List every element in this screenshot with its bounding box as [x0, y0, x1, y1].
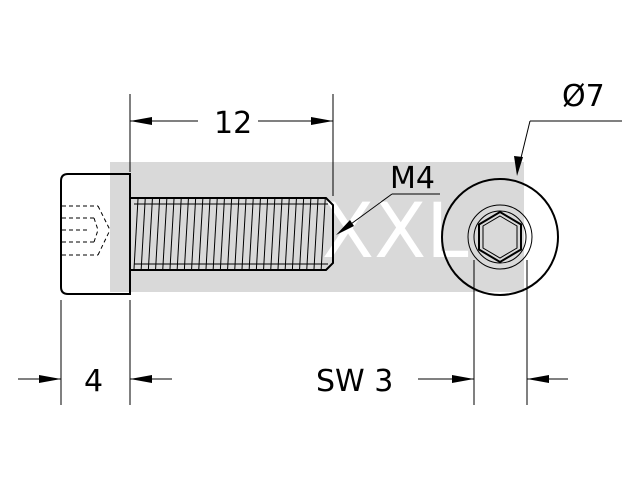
thread-crest-line: [198, 198, 204, 270]
screw-side-view: [60, 173, 334, 295]
hex-socket: [478, 210, 522, 264]
thread-crest-line: [263, 198, 269, 270]
head-height-label: 4: [84, 364, 103, 399]
head-height-dimension: 4: [18, 300, 172, 405]
thread-crest-line: [320, 198, 326, 270]
thread-crest-line: [176, 198, 182, 270]
thread-crest-line: [169, 198, 175, 270]
thread-crest-line: [155, 198, 161, 270]
head-outer-circle: [441, 178, 559, 296]
length-dimension: 12: [129, 94, 334, 196]
thread-crest-line: [219, 198, 225, 270]
thread-crest-line: [241, 198, 247, 270]
diameter-label: Ø7: [562, 79, 605, 114]
thread-crest-line: [234, 198, 240, 270]
thread-crest-line: [255, 198, 261, 270]
thread-crest-line: [306, 198, 312, 270]
thread-crest-line: [205, 198, 211, 270]
thread-crest-line: [277, 198, 283, 270]
diameter-callout: Ø7: [514, 79, 622, 176]
head-inner-circle: [467, 204, 533, 270]
thread-crest-line: [191, 198, 197, 270]
thread-size-label: M4: [390, 161, 435, 196]
thread-crest-line: [140, 198, 146, 270]
thread-crest-line: [133, 198, 139, 270]
screw-shank-outline: [130, 197, 334, 271]
thread-crest-line: [291, 198, 297, 270]
thread-crest-line: [313, 198, 319, 270]
screw-end-view: [441, 178, 559, 296]
length-label: 12: [214, 106, 252, 141]
screw-head-outline: [60, 173, 131, 295]
thread-lines: [133, 198, 326, 270]
thread-crest-line: [227, 198, 233, 270]
thread-crest-line: [299, 198, 305, 270]
thread-crest-line: [183, 198, 189, 270]
thread-crest-line: [270, 198, 276, 270]
hidden-socket-lines: [62, 205, 111, 256]
thread-crest-line: [284, 198, 290, 270]
thread-crest-line: [147, 198, 153, 270]
socket-size-label: SW 3: [316, 364, 393, 399]
socket-size-dimension: SW 3: [316, 260, 568, 405]
thread-crest-line: [212, 198, 218, 270]
watermark-text: XXL: [322, 186, 468, 275]
thread-crest-line: [162, 198, 168, 270]
thread-size-callout: M4: [336, 161, 440, 235]
thread-crest-line: [248, 198, 254, 270]
